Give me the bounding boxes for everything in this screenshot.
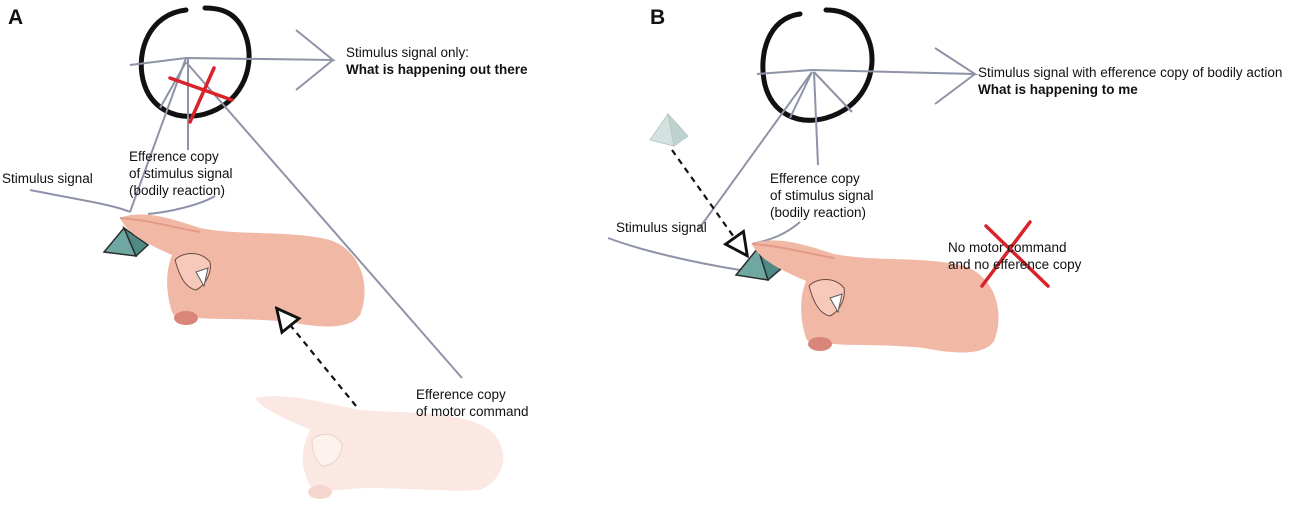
- hand-icon-b: [751, 240, 999, 353]
- panel-label-a: A: [8, 6, 24, 29]
- no-motor-command-label-b: No motor command and no efference copy: [948, 239, 1081, 273]
- motor-command-label-a-line2: of motor command: [416, 404, 529, 419]
- motor-command-label-a-line1: Efference copy: [416, 387, 506, 402]
- output-label-a-line1: Stimulus signal only:: [346, 45, 470, 60]
- efference-stimulus-label-a-line2: of stimulus signal: [129, 166, 233, 181]
- brain-circle-b: [760, 7, 875, 123]
- output-label-b-line1: Stimulus signal with efference copy of b…: [978, 65, 1283, 80]
- output-label-a: Stimulus signal only: What is happening …: [346, 44, 528, 78]
- output-arrow-b: [756, 47, 979, 76]
- signal-lines-b: [607, 47, 979, 271]
- output-label-b: Stimulus signal with efference copy of b…: [978, 64, 1282, 98]
- efference-stimulus-label-b-line3: (bodily reaction): [770, 205, 867, 220]
- output-label-b-line2: What is happening to me: [978, 82, 1138, 97]
- motor-command-line-a: [185, 61, 463, 379]
- pyramid-icon-a: [102, 225, 150, 258]
- movement-arrow-a: [278, 310, 357, 407]
- no-motor-command-label-b-line1: No motor command: [948, 240, 1067, 255]
- signal-lines-a: [29, 29, 463, 379]
- efference-stimulus-line-b: [813, 71, 819, 166]
- panel-b: [607, 7, 1050, 353]
- motor-command-label-a: Efference copy of motor command: [416, 386, 529, 420]
- panel-label-b: B: [650, 6, 666, 29]
- output-label-a-line2: What is happening out there: [346, 62, 528, 77]
- stimulus-line-b: [607, 237, 741, 271]
- cross-icon-a: [168, 66, 234, 124]
- efference-stimulus-label-a-line1: Efference copy: [129, 149, 219, 164]
- efference-stimulus-label-a-line3: (bodily reaction): [129, 183, 226, 198]
- efference-stimulus-label-b-line2: of stimulus signal: [770, 188, 874, 203]
- stimulus-label-b: Stimulus signal: [616, 220, 707, 235]
- hand-icon-a: [119, 214, 365, 327]
- efference-stimulus-label-b-line1: Efference copy: [770, 171, 860, 186]
- cross-icon-b: [980, 220, 1050, 288]
- hand-faded-icon-a: [255, 396, 504, 499]
- output-arrow-a: [129, 29, 336, 66]
- stimulus-line-a: [29, 189, 131, 213]
- movement-arrow-b: [671, 149, 746, 254]
- efference-stimulus-label-b: Efference copy of stimulus signal (bodil…: [770, 170, 874, 221]
- efference-stimulus-label-a: Efference copy of stimulus signal (bodil…: [129, 148, 233, 199]
- panel-a: [29, 5, 504, 499]
- no-motor-command-label-b-line2: and no efference copy: [948, 257, 1082, 272]
- stimulus-label-a: Stimulus signal: [2, 171, 93, 186]
- brain-circle-a: [138, 5, 252, 119]
- pyramid-faded-icon-b: [649, 112, 689, 147]
